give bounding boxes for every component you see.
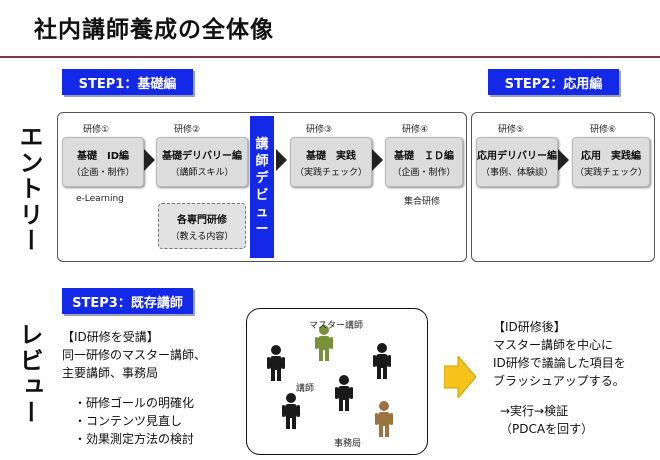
review-bullets: ・研修ゴールの明確化 ・コンテンツ見直し ・効果測定方法の検討 xyxy=(74,394,194,448)
step1-label: STEP1：基礎編 xyxy=(62,69,193,95)
training5-sub: （事例、体験談） xyxy=(480,167,553,178)
lecturer-debut-bar: 講 師 デ ビ ュ ー xyxy=(250,116,274,258)
arrow-3-4-icon xyxy=(372,149,383,171)
review-left-line: 主要講師、事務局 xyxy=(62,366,159,380)
training6-name: 応用 実践編 xyxy=(581,150,641,162)
arrow-debut-3-icon xyxy=(276,149,287,171)
review-right-line: マスター講師を中心に xyxy=(493,338,614,352)
training3-name: 基礎 実践 xyxy=(306,150,356,162)
person-icon xyxy=(373,343,391,379)
review-right-line: →実行→検証 xyxy=(500,404,569,418)
section-review-label: レビュー xyxy=(15,322,43,426)
training2-box: 基礎デリバリー編 （講師スキル） xyxy=(156,137,248,187)
specialty-sub: （教える内容） xyxy=(170,231,234,242)
person-icon xyxy=(282,393,300,429)
review-left-line: 同一研修のマスター講師、 xyxy=(62,348,207,362)
yellow-arrow-icon xyxy=(444,356,476,398)
training1-number: 研修① xyxy=(83,125,110,135)
debut-char: ー xyxy=(255,222,269,237)
team-diagram xyxy=(267,325,393,437)
review-left-heading: 【ID研修を受講】 xyxy=(62,330,159,344)
step2-label: STEP2：応用編 xyxy=(488,69,619,95)
review-right-cycle: →実行→検証 （PDCAを回す） xyxy=(500,402,593,438)
person-icon xyxy=(335,375,353,411)
specialty-name: 各専門研修 xyxy=(177,214,227,226)
training6-number: 研修⑥ xyxy=(590,125,617,135)
master-person-icon xyxy=(315,325,333,361)
training2-sub: （講師スキル） xyxy=(170,167,234,178)
training1-box: 基礎 ID編 （企画・制作） xyxy=(62,137,144,187)
training4-name: 基礎 ＩＤ編 xyxy=(394,150,454,162)
training1-name: 基礎 ID編 xyxy=(76,150,130,162)
review-right-line: ID研修で議論した項目を xyxy=(493,356,626,370)
review-left-text: 【ID研修を受講】 同一研修のマスター講師、 主要講師、事務局 xyxy=(62,328,206,382)
step3-label: STEP3：既存講師 xyxy=(62,288,193,314)
training3-number: 研修③ xyxy=(306,125,333,135)
training4-box: 基礎 ＩＤ編 （企画・制作） xyxy=(385,137,463,187)
training4-note: 集合研修 xyxy=(404,197,441,207)
arrow-5-6-icon xyxy=(558,149,569,171)
debut-char: ュ xyxy=(255,205,269,220)
training2-name: 基礎デリバリー編 xyxy=(162,150,242,162)
training4-number: 研修④ xyxy=(402,125,429,135)
master-lecturer-label: マスター講師 xyxy=(309,321,364,331)
title-divider xyxy=(0,56,660,58)
page-title: 社内講師養成の全体像 xyxy=(34,17,274,43)
bullet-item: ・研修ゴールの明確化 xyxy=(74,396,195,410)
section-entry-label: エントリー xyxy=(15,124,43,254)
bullet-item: ・効果測定方法の検討 xyxy=(74,432,195,446)
review-right-line: （PDCAを回す） xyxy=(500,422,594,436)
lecturer-label: 講師 xyxy=(296,384,315,394)
arrow-1-2-icon xyxy=(144,149,155,171)
specialty-training-box: 各専門研修 （教える内容） xyxy=(158,203,246,249)
training3-box: 基礎 実践 （実践チェック） xyxy=(290,137,372,187)
training4-sub: （企画・制作） xyxy=(392,167,456,178)
debut-char: 師 xyxy=(255,154,269,169)
training5-number: 研修⑤ xyxy=(498,125,525,135)
training1-note: e-Learning xyxy=(76,194,124,204)
debut-char: ビ xyxy=(255,188,269,203)
training2-number: 研修② xyxy=(174,125,201,135)
training1-sub: （企画・制作） xyxy=(71,167,135,178)
training6-box: 応用 実践編 （実践チェック） xyxy=(572,137,650,187)
training5-box: 応用デリバリー編 （事例、体験談） xyxy=(476,137,558,187)
office-person-icon xyxy=(375,401,393,437)
training6-sub: （実践チェック） xyxy=(574,167,647,178)
review-right-text: 【ID研修後】 マスター講師を中心に ID研修で議論した項目を ブラッシュアップ… xyxy=(493,318,626,390)
debut-char: 講 xyxy=(255,137,269,152)
person-icon xyxy=(267,345,285,381)
debut-char: デ xyxy=(255,171,269,186)
review-right-heading: 【ID研修後】 xyxy=(493,320,566,334)
bullet-item: ・コンテンツ見直し xyxy=(74,414,183,428)
office-label: 事務局 xyxy=(334,439,362,449)
team-diagram-frame xyxy=(246,308,428,455)
training5-name: 応用デリバリー編 xyxy=(477,150,557,162)
training3-sub: （実践チェック） xyxy=(294,167,367,178)
review-right-line: ブラッシュアップする。 xyxy=(493,374,625,388)
